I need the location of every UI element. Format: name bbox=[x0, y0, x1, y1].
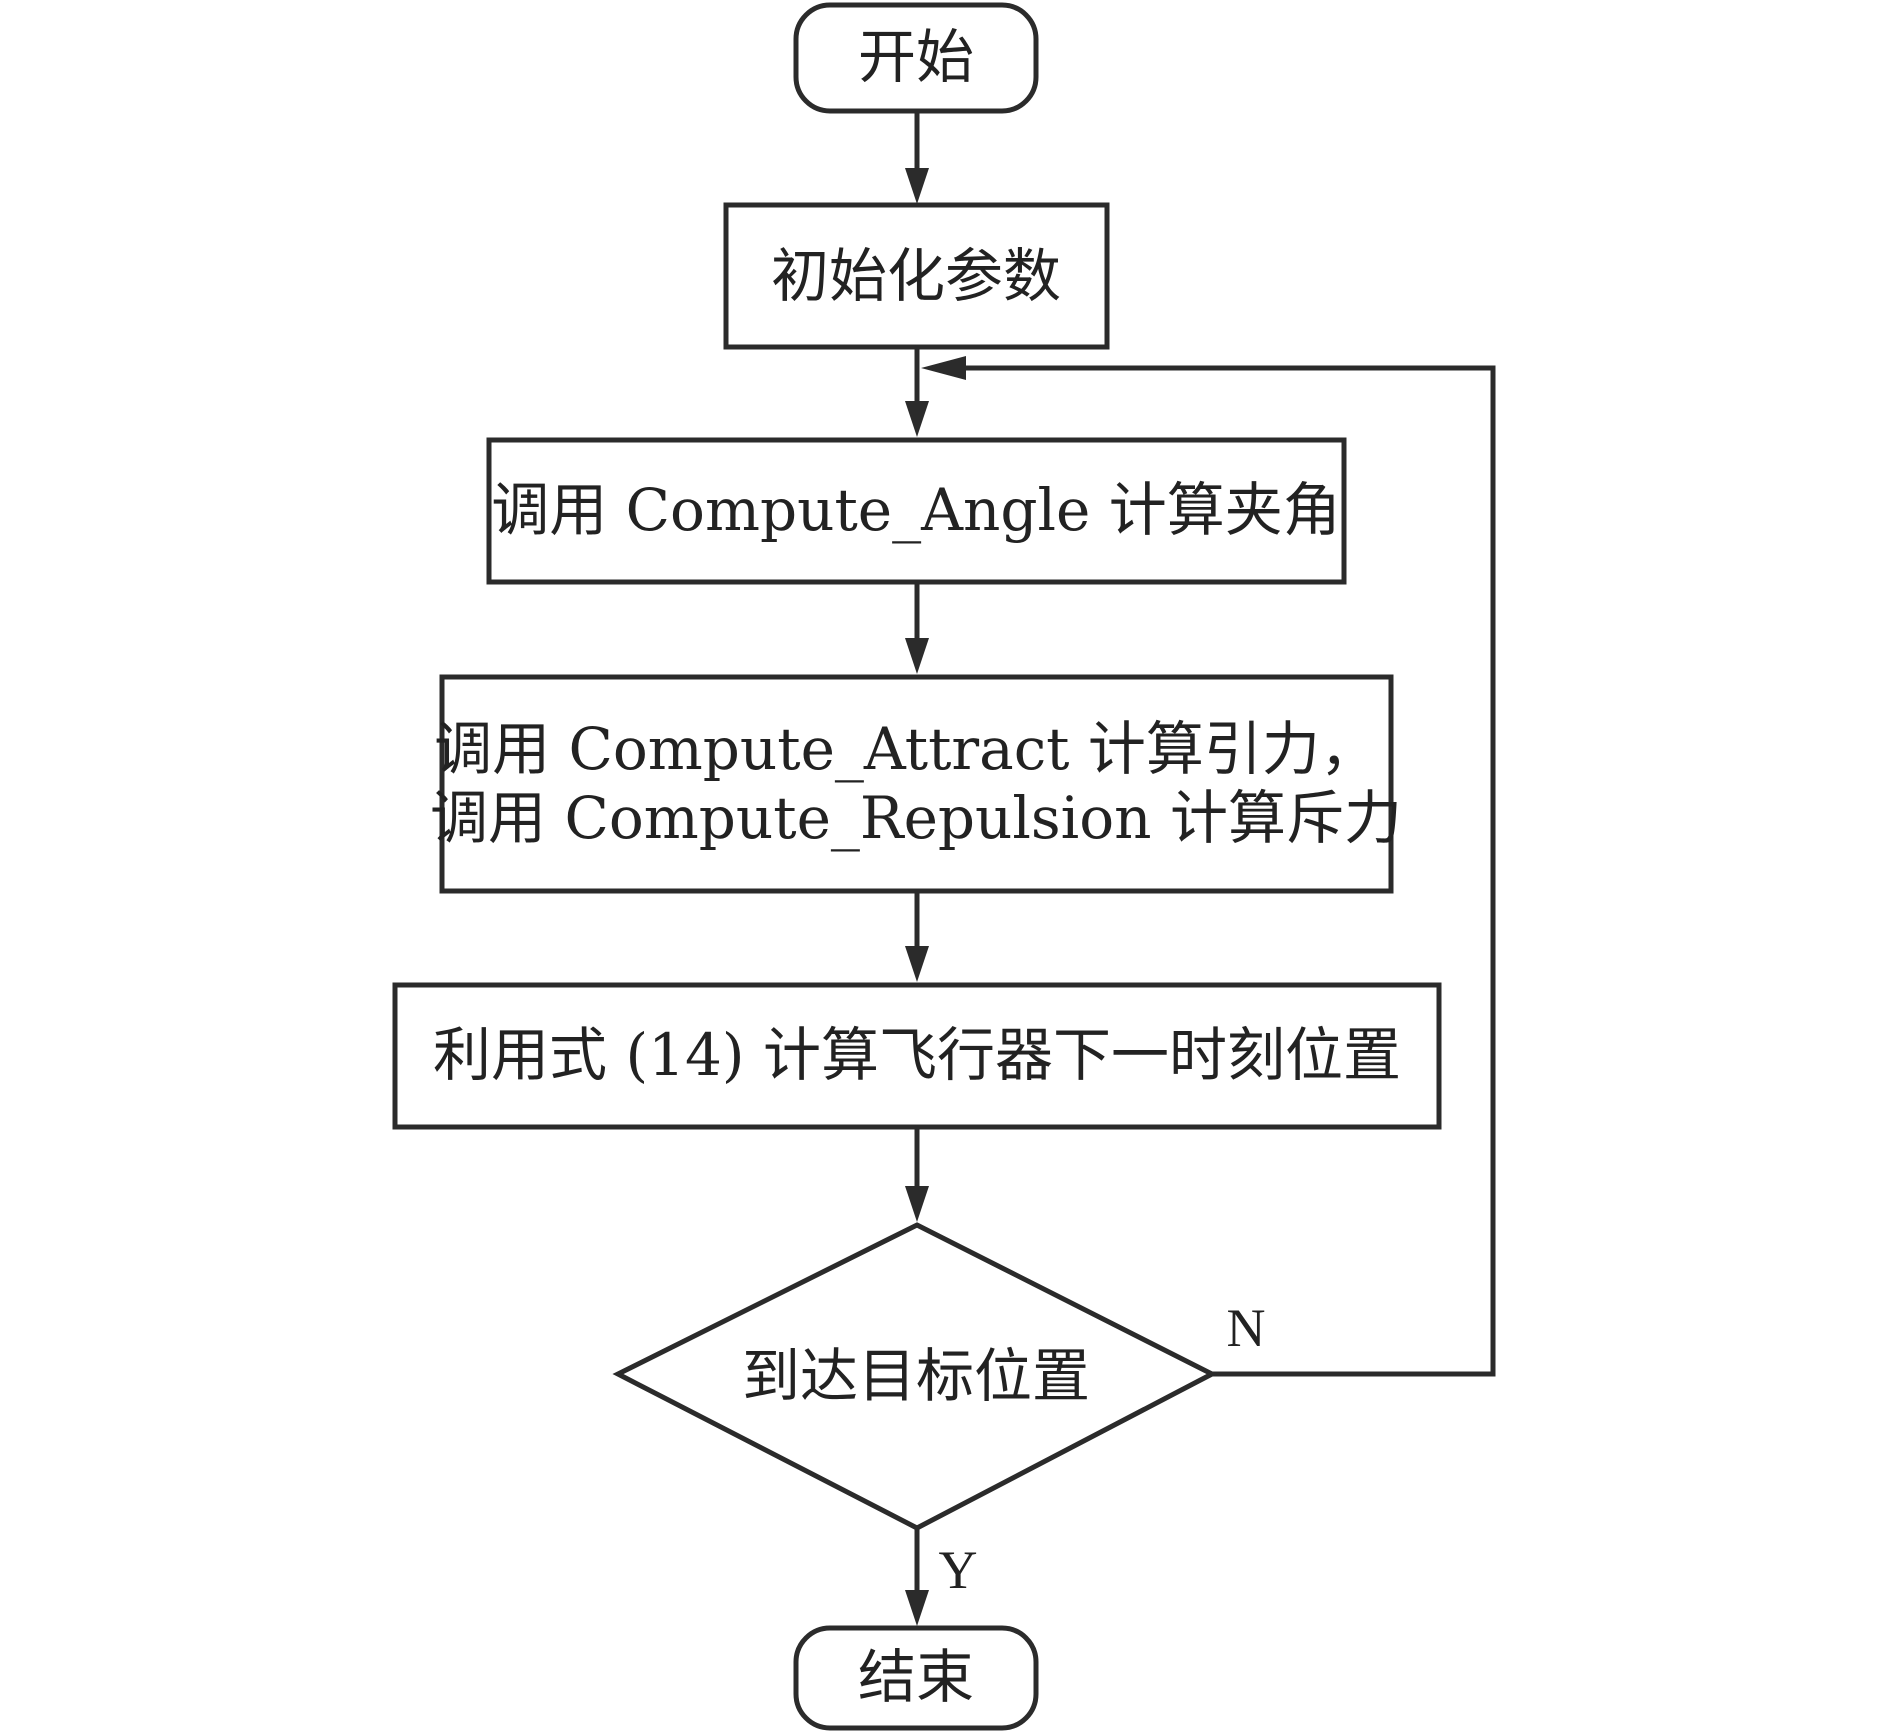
compute-forces-node: 调用 Compute_Attract 计算引力， 调用 Compute_Repu… bbox=[430, 674, 1402, 894]
update-position-node: 利用式 (14) 计算飞行器下一时刻位置 bbox=[392, 982, 1442, 1130]
init-params-node: 初始化参数 bbox=[723, 202, 1110, 350]
arrowhead-init-to-angle bbox=[905, 401, 929, 437]
branch-label-no: N bbox=[1227, 1298, 1266, 1358]
decision-node: 到达目标位置 bbox=[612, 1222, 1218, 1531]
init-params-label: 初始化参数 bbox=[771, 242, 1061, 310]
branch-label-yes: Y bbox=[939, 1540, 978, 1600]
compute-repulsion-label: 调用 Compute_Repulsion 计算斥力 bbox=[430, 784, 1402, 852]
arrowhead-forces-to-position bbox=[905, 946, 929, 982]
compute-angle-node: 调用 Compute_Angle 计算夹角 bbox=[486, 437, 1347, 585]
decision-label: 到达目标位置 bbox=[742, 1342, 1090, 1410]
compute-attract-label: 调用 Compute_Attract 计算引力， bbox=[434, 715, 1378, 783]
start-node: 开始 bbox=[793, 2, 1039, 114]
arrowhead-start-to-init bbox=[905, 168, 929, 204]
arrowhead-angle-to-forces bbox=[905, 638, 929, 674]
end-label: 结束 bbox=[858, 1643, 974, 1711]
arrowhead-position-to-decision bbox=[905, 1186, 929, 1222]
update-position-label: 利用式 (14) 计算飞行器下一时刻位置 bbox=[433, 1021, 1401, 1089]
compute-angle-label: 调用 Compute_Angle 计算夹角 bbox=[491, 476, 1341, 544]
edge-loop-back bbox=[960, 365, 1496, 1377]
arrowhead-loop-back bbox=[921, 356, 966, 380]
start-label: 开始 bbox=[858, 23, 974, 91]
end-node: 结束 bbox=[793, 1625, 1039, 1731]
arrowhead-decision-to-end bbox=[905, 1590, 929, 1626]
